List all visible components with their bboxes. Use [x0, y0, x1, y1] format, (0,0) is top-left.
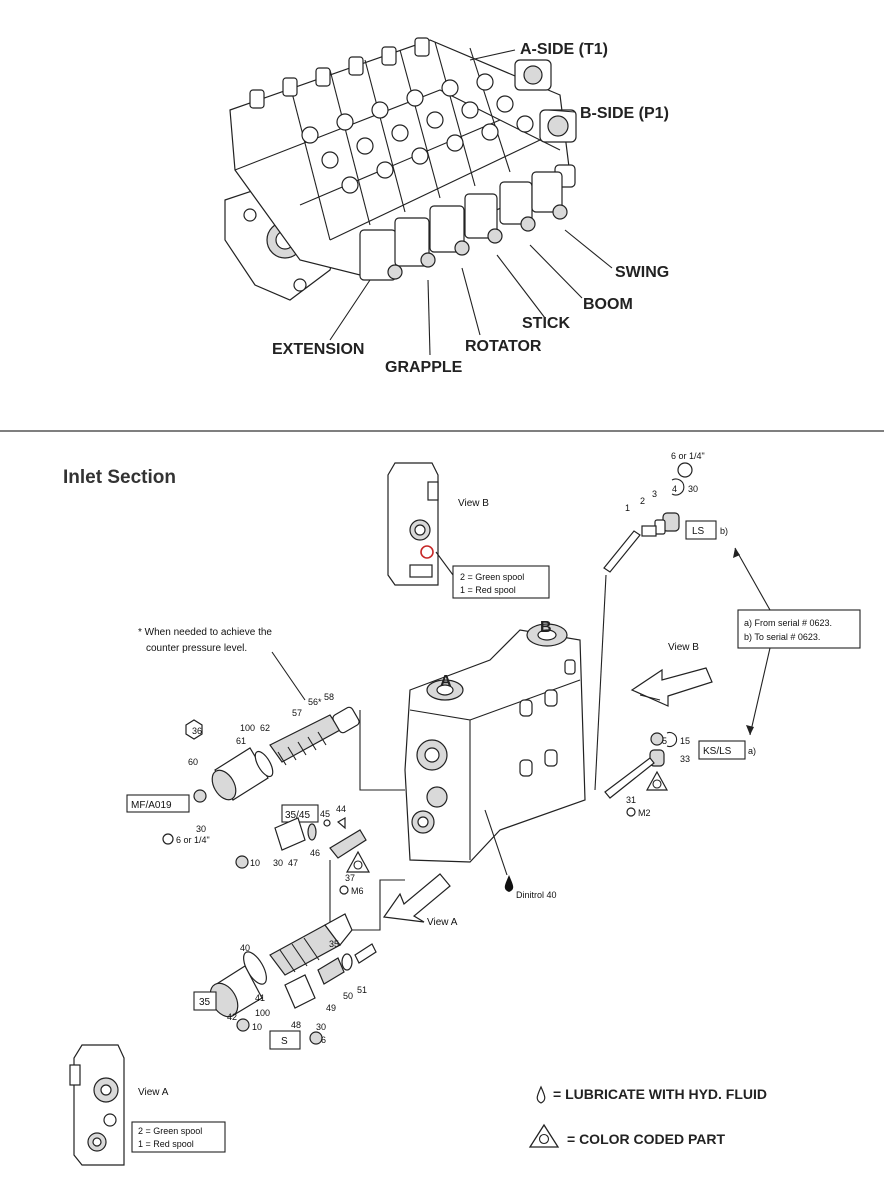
plug-parts — [284, 943, 377, 1045]
part-50-label: 50 — [343, 991, 353, 1001]
color-coded-triangle-left — [345, 850, 371, 873]
label-rotator: ROTATOR — [465, 338, 542, 355]
part-57-label: 57 — [292, 708, 302, 718]
torque-100-a: 100 — [240, 723, 255, 733]
part-48-label: 48 — [291, 1020, 301, 1030]
box-mfa019: MF/A019 — [131, 800, 172, 811]
color-coded-triangle-icon — [528, 1123, 560, 1148]
torque-30-c: 30 — [273, 858, 283, 868]
box-ksls-suffix: a) — [748, 746, 756, 756]
part-33-label: 33 — [680, 754, 690, 764]
torque-30-b: 30 — [196, 824, 206, 834]
dinitrol-drop-icon — [504, 875, 514, 892]
part-35-label: 35 — [329, 939, 339, 949]
lubricate-drop-icon — [536, 1085, 546, 1104]
valve-assembly-drawing — [224, 37, 577, 301]
view-b-note-green: 2 = Green spool — [460, 572, 524, 582]
port-a-label: A — [440, 673, 452, 690]
part-44-label: 44 — [336, 804, 346, 814]
m6-label: M6 — [351, 886, 364, 896]
inlet-section-title: Inlet Section — [63, 467, 176, 488]
part-10-b-label: 10 — [252, 1022, 262, 1032]
view-a-arrow-label: View A — [427, 917, 458, 928]
serial-to: b) To serial # 0623. — [744, 632, 820, 642]
view-a-label: View A — [138, 1087, 169, 1098]
part-62-label: 62 — [260, 723, 270, 733]
part-6-label: 6 — [321, 1035, 326, 1045]
part-1-label: 1 — [625, 503, 630, 513]
counter-pressure-note-1: * When needed to achieve the — [138, 627, 272, 638]
port-b-label: B — [540, 619, 552, 636]
serial-from: a) From serial # 0623. — [744, 618, 832, 628]
check-valve-parts — [235, 816, 405, 931]
part-46-label: 46 — [310, 848, 320, 858]
legend-lubricate: = LUBRICATE WITH HYD. FLUID — [553, 1086, 767, 1102]
box-ksls: KS/LS — [703, 746, 732, 757]
counter-pressure-note-2: counter pressure level. — [146, 643, 247, 654]
label-extension: EXTENSION — [272, 341, 364, 358]
view-a-arrow-icon — [382, 873, 451, 923]
part-3-label: 3 — [652, 489, 657, 499]
part-49-label: 49 — [326, 1003, 336, 1013]
part-40-label: 40 — [240, 943, 250, 953]
red-spool-marker — [420, 545, 434, 559]
view-b-arrow-label: View B — [668, 642, 699, 653]
part-6-or-14-left: 6 or 1/4" — [176, 835, 210, 845]
torque-100-b: 100 — [255, 1008, 270, 1018]
part-47-label: 47 — [288, 858, 298, 868]
ksls-parts — [604, 731, 678, 799]
torque-30-top: 30 — [688, 484, 698, 494]
relief-valve-parts — [185, 706, 405, 803]
label-b-side: B-SIDE (P1) — [580, 105, 669, 122]
part-31-label: 31 — [626, 795, 636, 805]
part-10-a-label: 10 — [250, 858, 260, 868]
view-b-label: View B — [458, 498, 489, 509]
part-61-label: 61 — [236, 736, 246, 746]
part-58-label: 58 — [324, 692, 334, 702]
inlet-block-drawing — [404, 623, 586, 863]
view-a-drawing — [69, 1044, 125, 1166]
torque-30-d: 30 — [316, 1022, 326, 1032]
part-41-label: 41 — [255, 993, 265, 1003]
view-a-note-red: 1 = Red spool — [138, 1139, 194, 1149]
label-boom: BOOM — [583, 296, 633, 313]
label-stick: STICK — [522, 315, 570, 332]
m2-label: M2 — [638, 808, 651, 818]
label-a-side: A-SIDE (T1) — [520, 41, 608, 58]
part-5-label: 5 — [662, 736, 667, 746]
part-60-label: 60 — [188, 757, 198, 767]
torque-15: 15 — [680, 736, 690, 746]
part-45-label: 45 — [320, 809, 330, 819]
box-s: S — [281, 1036, 288, 1047]
part-37-label: 37 — [345, 873, 355, 883]
part-6-or-14-top: 6 or 1/4" — [671, 451, 705, 461]
dinitrol-label: Dinitrol 40 — [516, 890, 557, 900]
view-a-note-green: 2 = Green spool — [138, 1126, 202, 1136]
part-42-label: 42 — [227, 1012, 237, 1022]
part-36-label: 36 — [192, 726, 202, 736]
view-b-note-red: 1 = Red spool — [460, 585, 516, 595]
box-ls: LS — [692, 526, 705, 537]
label-swing: SWING — [615, 264, 669, 281]
spool-parts — [209, 913, 353, 1032]
view-b-drawing — [387, 462, 439, 586]
ls-parts — [594, 462, 693, 791]
color-coded-triangle-right — [645, 770, 669, 791]
part-2-label: 2 — [640, 496, 645, 506]
box-35: 35 — [199, 997, 211, 1008]
part-4-label: 4 — [672, 484, 677, 494]
part-56-label: 56* — [308, 697, 322, 707]
box-3545: 35/45 — [285, 810, 310, 821]
part-51-label: 51 — [357, 985, 367, 995]
legend-color-coded: = COLOR CODED PART — [567, 1131, 725, 1147]
label-grapple: GRAPPLE — [385, 359, 463, 376]
box-ls-suffix: b) — [720, 526, 728, 536]
view-b-arrow-icon — [630, 667, 713, 707]
top-leader-lines — [329, 49, 613, 356]
